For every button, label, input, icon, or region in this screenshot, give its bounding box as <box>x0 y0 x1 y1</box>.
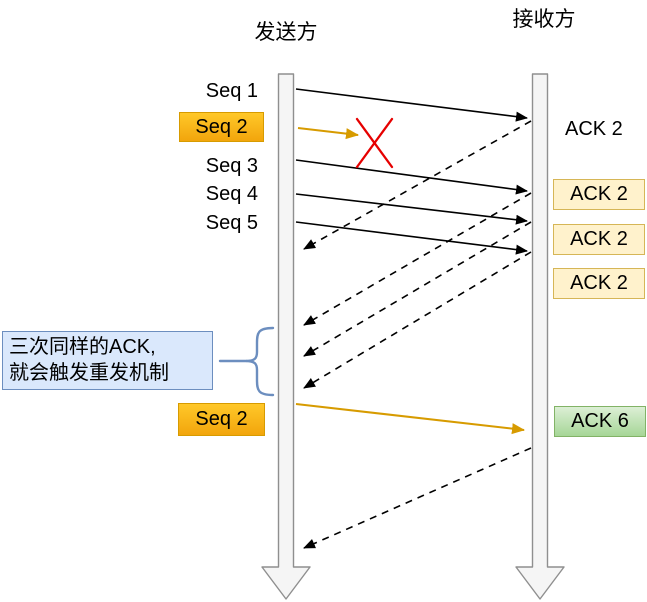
ack2-plain-label: ACK 2 <box>565 118 623 140</box>
arrow-seq4 <box>295 193 528 225</box>
arrow-ack2-2 <box>303 192 532 326</box>
arrow-ack2-3 <box>303 221 532 357</box>
seq1-label: Seq 1 <box>205 80 258 102</box>
arrow-seq2-lost <box>297 127 359 140</box>
ack2-box-2: ACK 2 <box>553 224 645 255</box>
arrow-seq5 <box>295 221 528 255</box>
note-line-2: 就会触发重发机制 <box>9 362 169 384</box>
arrow-seq1 <box>295 88 528 122</box>
fast-retransmit-note: 三次同样的ACK, 就会触发重发机制 <box>2 331 213 390</box>
receiver-lifeline-arrow <box>515 73 565 600</box>
seq2-box: Seq 2 <box>179 112 264 142</box>
arrow-seq2-retransmit <box>295 403 525 435</box>
seq5-label: Seq 5 <box>205 212 258 234</box>
seq4-label: Seq 4 <box>205 183 258 205</box>
seq3-label: Seq 3 <box>205 155 258 177</box>
arrow-ack2-1 <box>303 120 532 250</box>
ack6-box: ACK 6 <box>554 406 646 437</box>
seq2-retransmit-box: Seq 2 <box>178 403 265 436</box>
receiver-column-title: 接收方 <box>512 8 576 31</box>
arrow-ack6 <box>303 447 532 549</box>
drop-cross-icon <box>355 117 394 169</box>
arrow-seq3 <box>295 159 528 195</box>
note-line-1: 三次同样的ACK, <box>9 336 156 358</box>
sender-column-title: 发送方 <box>254 21 318 44</box>
ack2-box-3: ACK 2 <box>553 268 645 299</box>
brace-icon <box>218 326 275 397</box>
sender-lifeline-arrow <box>261 73 311 600</box>
ack2-box-1: ACK 2 <box>553 179 645 210</box>
arrow-ack2-4 <box>303 251 532 389</box>
